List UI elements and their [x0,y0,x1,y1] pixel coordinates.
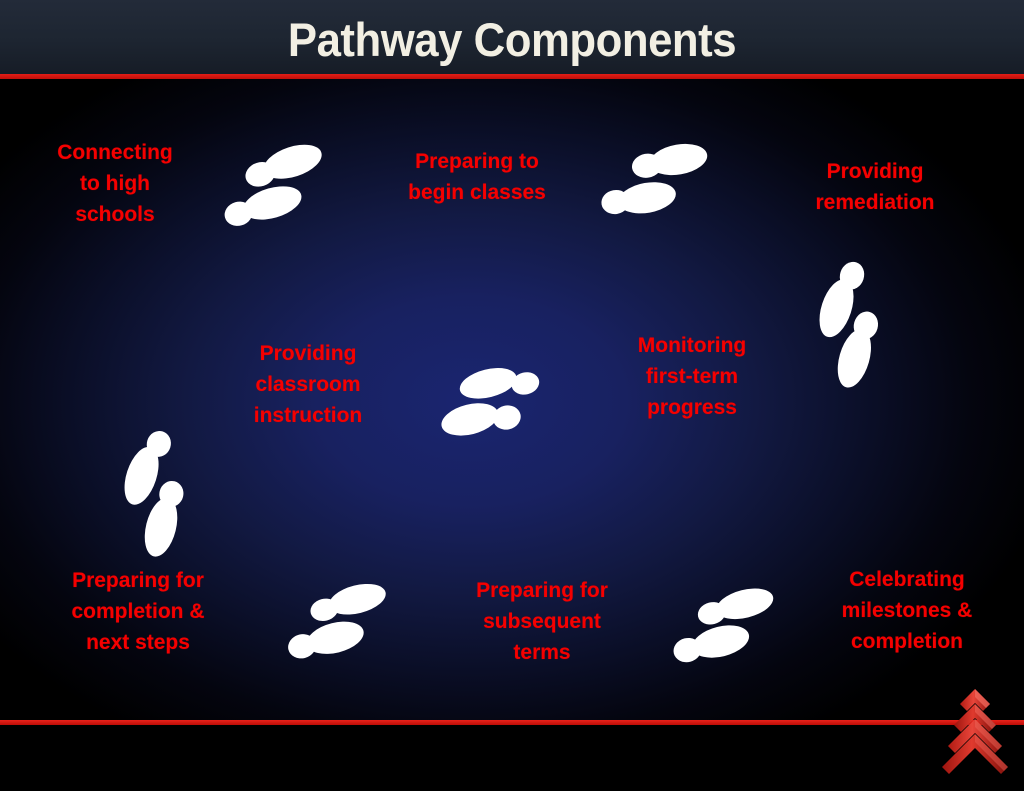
footprint-bottom-left-icon [278,573,407,677]
footprint-top-right-icon [595,131,721,231]
component-label-celebrating-milestones-completion: Celebrating milestones & completion [841,568,973,653]
component-label-monitoring-first-term-progress: Monitoring first-term progress [637,334,747,419]
component-label-providing-remediation: Providing remediation [815,160,935,214]
footprint-right-icon [785,246,902,388]
component-label-providing-classroom-instruction: Providing classroom instruction [253,342,363,427]
footprint-bottom-right-icon [661,573,790,677]
footprint-center-icon [428,349,557,453]
footer-accent-rule [0,720,1024,725]
component-label-connecting-to-high-schools: Connecting to high schools [57,141,173,226]
footprint-top-left-icon [212,132,344,240]
page-title: Pathway Components [287,13,737,66]
component-label-preparing-for-completion-next-steps: Preparing for completion & next steps [71,569,205,654]
footprint-left-icon [102,418,215,557]
slide-footer [0,725,1024,791]
component-label-preparing-for-subsequent-terms: Preparing for subsequent terms [476,579,608,664]
component-label-preparing-to-begin-classes: Preparing to begin classes [408,150,546,204]
header-accent-rule [0,74,1024,79]
slide-body: Connecting to high schools Preparing to … [0,79,1024,723]
stepped-pyramid-logo-icon [934,683,1016,785]
slide-header-bar [0,0,1024,74]
